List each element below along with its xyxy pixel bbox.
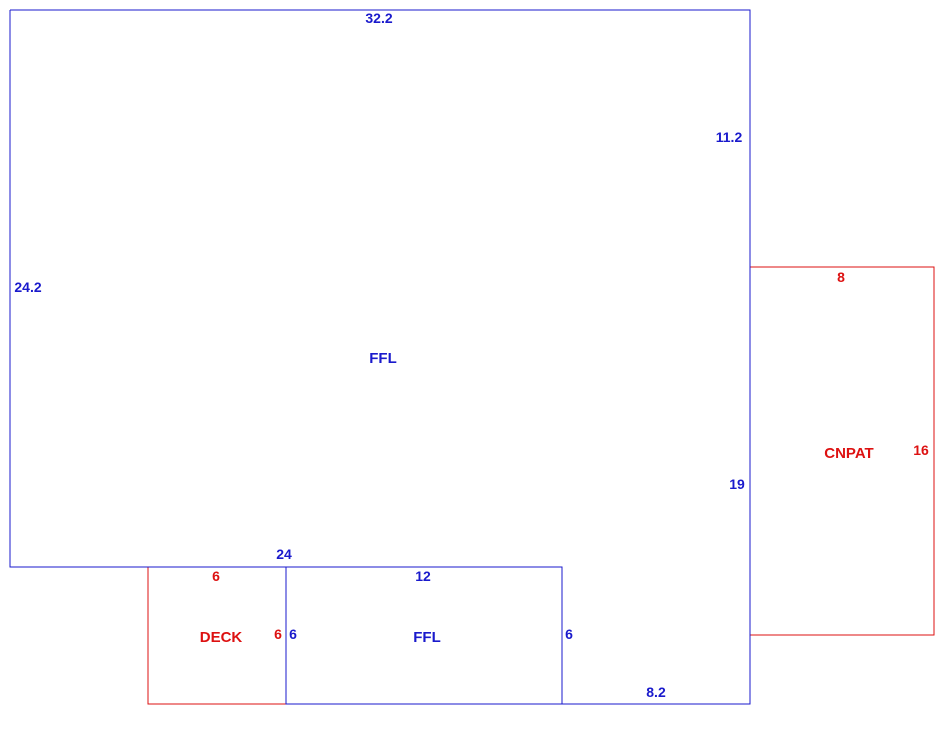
lower-right-dimension: 6 — [565, 626, 573, 642]
deck-right-dimension: 6 — [274, 626, 282, 642]
main-right-upper-dimension: 11.2 — [716, 129, 743, 145]
lower-ffl-label: FFL — [413, 629, 441, 646]
deck-label: DECK — [200, 629, 243, 646]
main-bottom-dimension: 24 — [276, 546, 292, 562]
main-bottom-right-dimension: 8.2 — [646, 684, 666, 700]
main-top-dimension: 32.2 — [365, 10, 392, 26]
cnpat-area: CNPAT 8 16 — [750, 266, 935, 636]
lower-ffl-outline — [285, 566, 563, 705]
deck-top-dimension: 6 — [212, 568, 220, 584]
main-ffl-label: FFL — [369, 350, 397, 367]
main-right-lower-dimension: 19 — [729, 476, 745, 492]
lower-left-dimension: 6 — [289, 626, 297, 642]
cnpat-right-dimension: 16 — [913, 442, 929, 458]
lower-ffl-area: FFL 12 6 6 — [285, 566, 573, 705]
cnpat-label: CNPAT — [824, 445, 873, 462]
cnpat-top-dimension: 8 — [837, 269, 845, 285]
main-left-dimension: 24.2 — [14, 279, 41, 295]
deck-area: DECK 6 6 — [147, 566, 286, 705]
lower-top-dimension: 12 — [415, 568, 431, 584]
cnpat-outline — [750, 266, 935, 636]
main-ffl-area: FFL 32.2 24.2 11.2 19 24 8.2 — [9, 9, 751, 705]
